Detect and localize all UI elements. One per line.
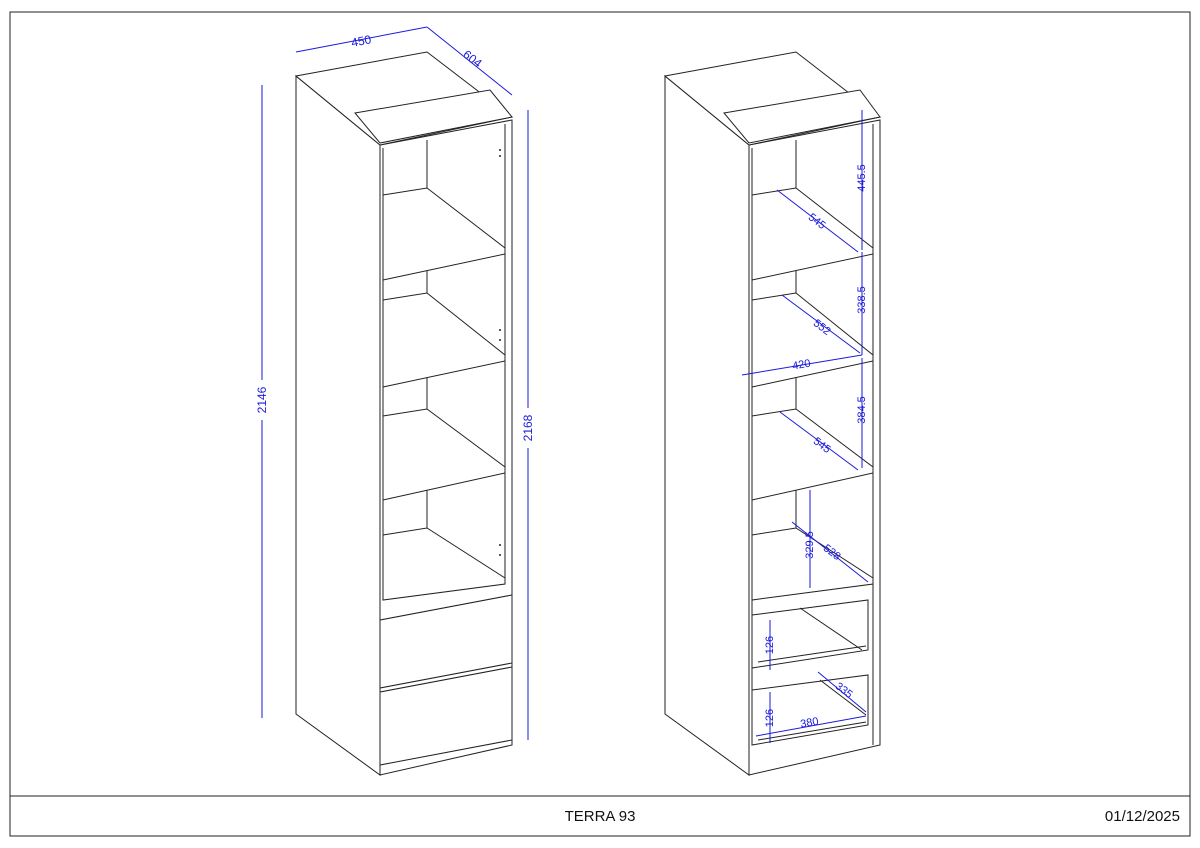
dim-gap4: 329.5 <box>804 531 816 559</box>
dim-inner-width: 420 <box>791 358 811 373</box>
drawing-date: 01/12/2025 <box>1105 808 1180 825</box>
dim-height-front: 2168 <box>521 414 535 441</box>
drawer-box-2 <box>751 674 869 746</box>
drawer-box-1 <box>751 599 869 669</box>
top-insert <box>723 89 881 144</box>
dim-drawer2-height: 126 <box>764 709 776 727</box>
shelves <box>751 187 874 601</box>
drawer-front-2[interactable] <box>379 666 513 766</box>
drawing-title: TERRA 93 <box>565 808 636 825</box>
dim-gap3: 384.5 <box>856 396 868 424</box>
dim-width: 450 <box>350 32 373 50</box>
cabinet-left-view <box>294 51 514 776</box>
dim-drawer1-height: 126 <box>764 636 776 654</box>
sheet-border <box>9 11 1191 837</box>
dim-depth: 604 <box>460 47 485 71</box>
dim-height-side: 2146 <box>255 386 269 413</box>
side-panel <box>295 74 381 776</box>
dim-gap2: 338.5 <box>856 286 868 314</box>
shelves <box>382 187 506 601</box>
dim-top-gap: 445.5 <box>856 164 868 192</box>
dim-drawer-width: 380 <box>799 716 819 731</box>
top-insert <box>354 89 513 144</box>
drawer-front-1[interactable] <box>379 594 513 689</box>
cabinet-right-view <box>663 51 882 776</box>
side-panel <box>664 74 750 776</box>
